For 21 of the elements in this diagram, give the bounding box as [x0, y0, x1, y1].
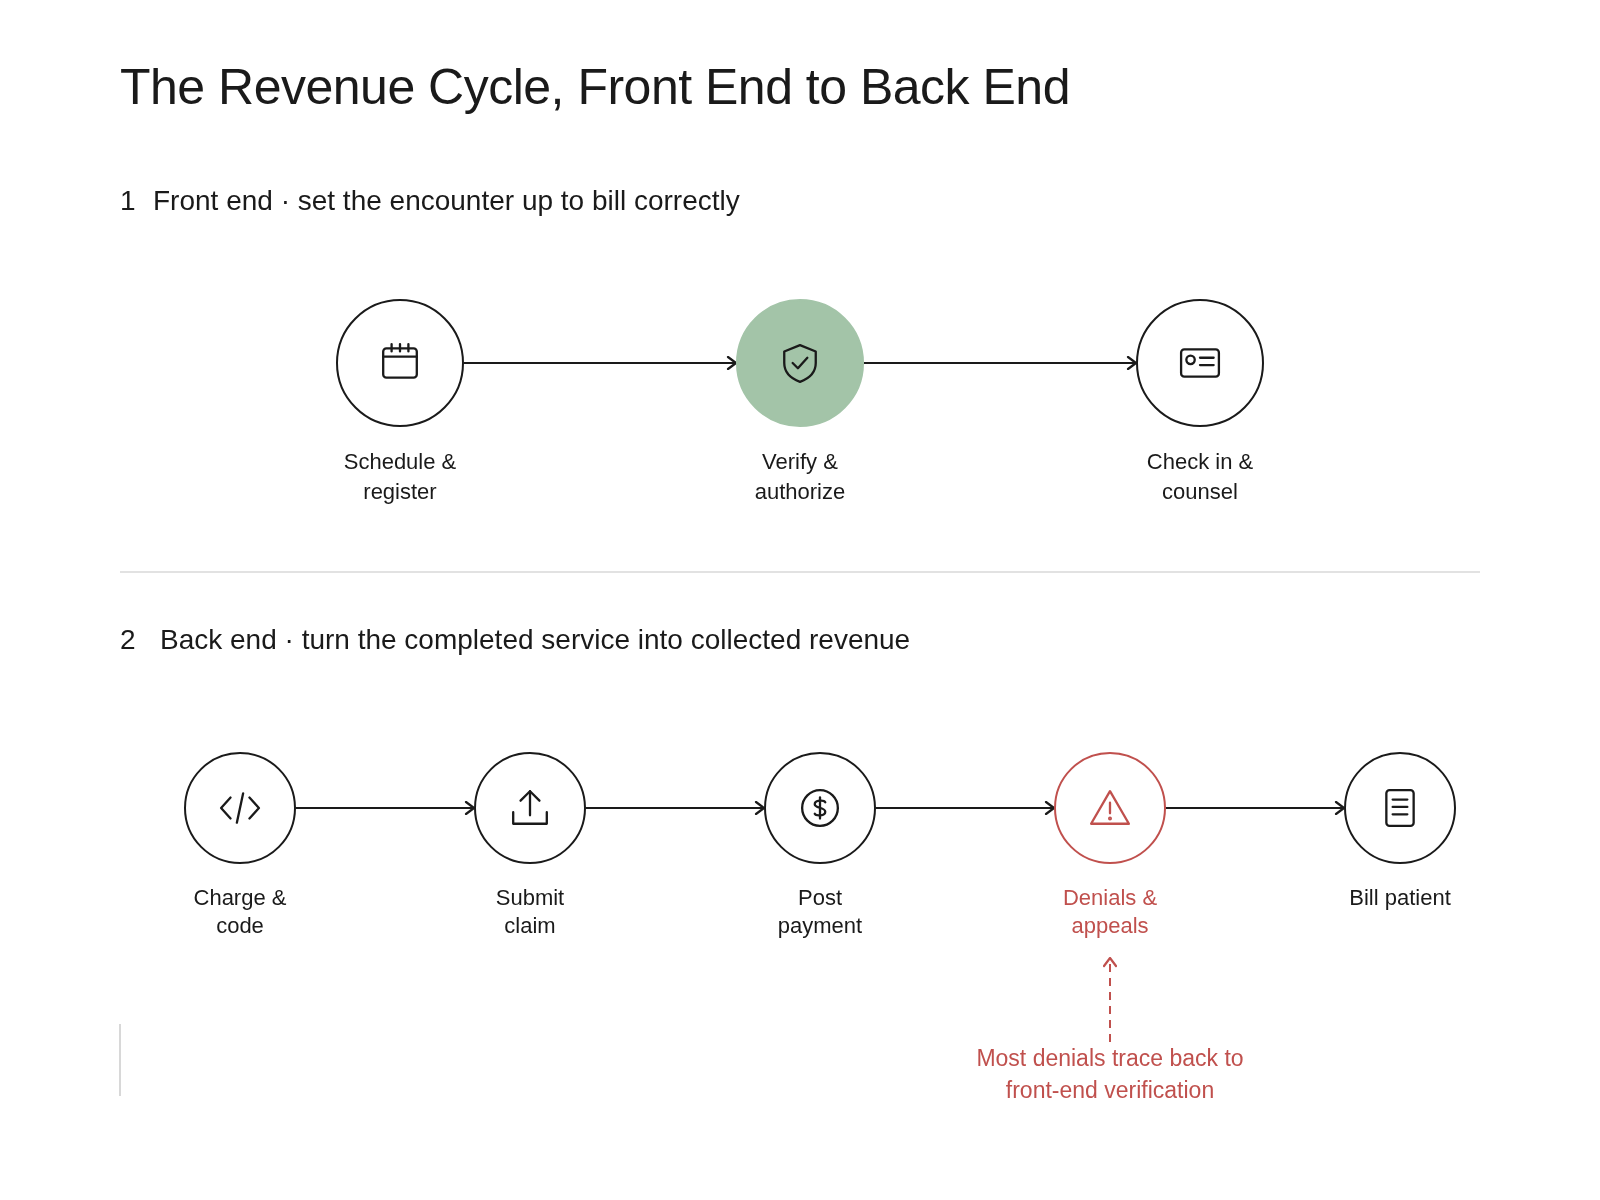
arrow — [295, 800, 476, 816]
step-label: Check in & counsel — [1145, 448, 1255, 506]
arrow — [875, 800, 1056, 816]
section-heading: Back end · turn the completed service into collected revenue — [160, 624, 911, 656]
dashed-arrow — [1102, 956, 1118, 1043]
section-heading: Front end · set the encounter up to bill correctly — [153, 185, 740, 217]
step-label: Bill patient — [1348, 884, 1452, 912]
arrow — [463, 355, 738, 371]
note-text: Most denials trace back to front-end verification — [975, 1044, 1245, 1105]
section-number: 1 — [120, 185, 136, 217]
arrow — [585, 800, 766, 816]
step-label: Verify & authorize — [753, 448, 847, 506]
step-label: Submit claim — [494, 884, 566, 940]
arrow — [1165, 800, 1346, 816]
arrow — [863, 355, 1138, 371]
title: The Revenue Cycle, Front End to Back End — [120, 58, 1070, 116]
step-label: Schedule & register — [342, 448, 458, 506]
step-label: Charge & code — [192, 884, 288, 940]
section-number: 2 — [120, 624, 136, 656]
step-label: Post payment — [776, 884, 864, 940]
step-label: Denials & appeals — [1061, 884, 1159, 940]
